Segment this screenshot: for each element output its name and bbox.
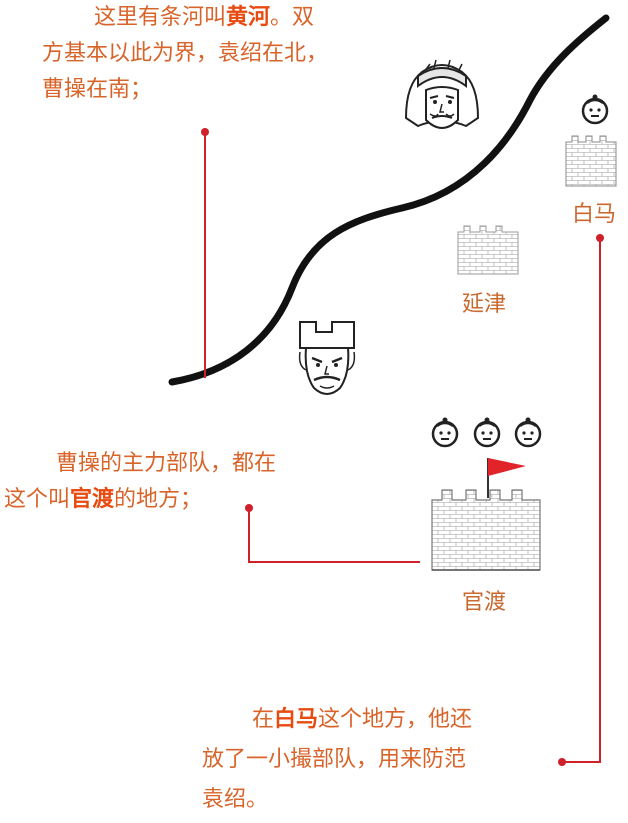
connector-river [201,128,209,378]
fortress-icon [431,489,541,571]
yellow-river-line [168,14,610,386]
yuan-shao-face-icon [404,59,480,129]
fortress-icon [457,225,519,275]
connector-guandu [245,504,420,563]
place-label-baima: 白马 [572,202,617,227]
place-label-yanjin: 延津 [462,292,507,317]
fortress-icon [565,135,617,187]
baima-annotation: 在白马这个地方，他还 放了一小撮部队，用来防范 袁绍。 [202,707,473,812]
highlight-guandu: 官渡 [70,487,115,512]
cao-cao-face-icon [298,321,356,395]
highlight-baima: 白马 [274,707,319,732]
river-annotation: 这里有条河叫黄河。双 方基本以此为界，袁绍在北， 曹操在南； [42,5,329,102]
soldier-face-icon [514,417,542,448]
soldier-face-icon [431,417,459,448]
guandu-annotation: 曹操的主力部队，都在 这个叫官渡的地方； [4,451,277,512]
highlight-yellow-river: 黄河 [226,5,271,30]
soldier-face-icon [473,417,501,448]
place-label-guandu: 官渡 [462,590,507,615]
soldier-face-icon [581,94,609,125]
flag-icon [487,458,526,498]
connector-baima [558,234,604,766]
